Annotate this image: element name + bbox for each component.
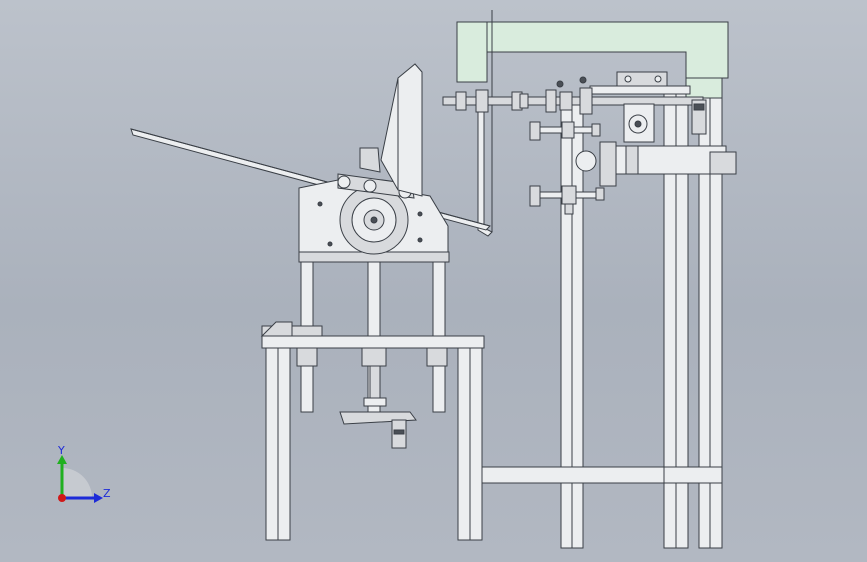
gearbox-housing — [298, 173, 450, 263]
guide-arm — [477, 105, 493, 237]
column-right-cap — [685, 77, 723, 99]
clamp-assembly-upper — [529, 103, 737, 187]
gantry-left-hanger — [456, 21, 488, 83]
guard-plate — [359, 63, 423, 197]
right-sensor — [691, 99, 707, 135]
lower-stand — [260, 321, 485, 541]
clamp-assembly-lower — [529, 185, 605, 215]
handwheel — [339, 365, 417, 449]
gantry-top-beam — [456, 21, 729, 79]
gantry-frame — [456, 21, 729, 549]
